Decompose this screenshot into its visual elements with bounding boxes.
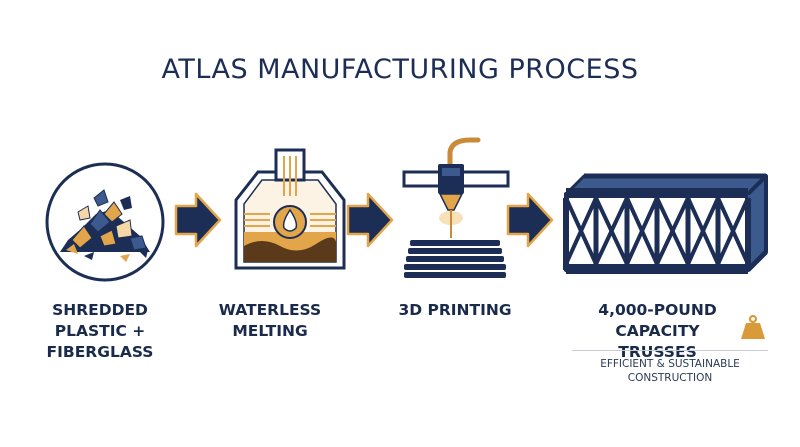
arrow-icon	[174, 192, 222, 248]
step-label-trusses: 4,000-POUND CAPACITY TRUSSES	[598, 301, 717, 361]
step-label-melting: WATERLESS MELTING	[218, 301, 322, 340]
melting-furnace-icon	[234, 148, 346, 270]
tagline: EFFICIENT & SUSTAINABLE CONSTRUCTION	[600, 358, 740, 384]
divider	[572, 350, 768, 351]
step-label-printing: 3D PRINTING	[398, 301, 512, 319]
weight-icon	[741, 314, 765, 339]
shredded-material-icon	[45, 162, 165, 282]
arrow-icon	[506, 192, 554, 248]
truss-icon	[563, 173, 768, 274]
3d-printer-icon	[402, 137, 510, 278]
step-label-shredded: SHREDDED PLASTIC + FIBERGLASS	[46, 301, 154, 361]
arrow-icon	[346, 192, 394, 248]
diagram-title: ATLAS MANUFACTURING PROCESS	[161, 54, 639, 85]
